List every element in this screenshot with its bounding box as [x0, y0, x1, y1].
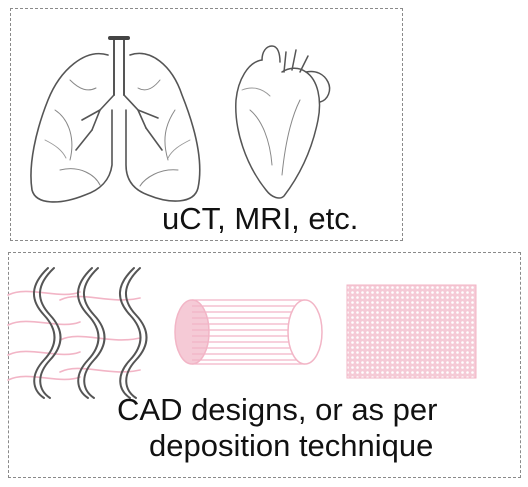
cad-panel: [8, 252, 521, 478]
cad-caption-line-1: CAD designs, or as per: [117, 392, 438, 427]
heart-icon: [235, 45, 331, 199]
cad-caption-line-2: deposition technique: [149, 428, 434, 463]
mesh-scaffold-icon: [346, 284, 477, 379]
imaging-caption: uCT, MRI, etc.: [162, 201, 359, 236]
imaging-panel: [10, 8, 403, 241]
wavy-fibers-icon: [7, 267, 148, 399]
tubular-scaffold-icon: [174, 299, 323, 365]
lungs-icon: [30, 36, 201, 203]
